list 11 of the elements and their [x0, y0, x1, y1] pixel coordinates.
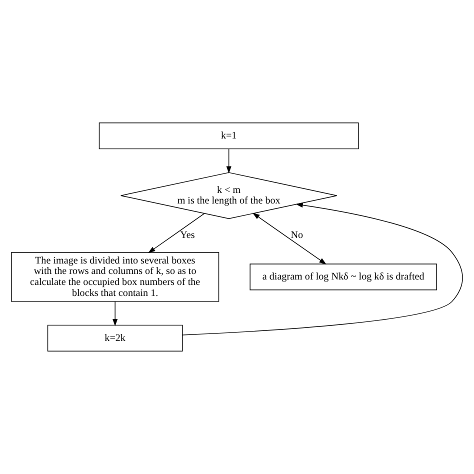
- node-box: a diagram of log Nkδ ~ log kδ is drafted: [250, 264, 437, 290]
- arrow: [252, 212, 326, 264]
- node-box: The image is divided into several boxes with the rows and columns of k, so as to calculate the occupied box numbers of the blocks that contain 1.: [11, 252, 220, 302]
- arrow: [226, 148, 232, 174]
- arrow: [182, 202, 463, 336]
- node-box: k=2k: [47, 324, 183, 352]
- arrow: [112, 301, 118, 326]
- edge-label: No: [290, 230, 304, 242]
- edge-label: Yes: [180, 230, 195, 242]
- node-box: k=1: [98, 122, 359, 150]
- arrow: [148, 213, 205, 254]
